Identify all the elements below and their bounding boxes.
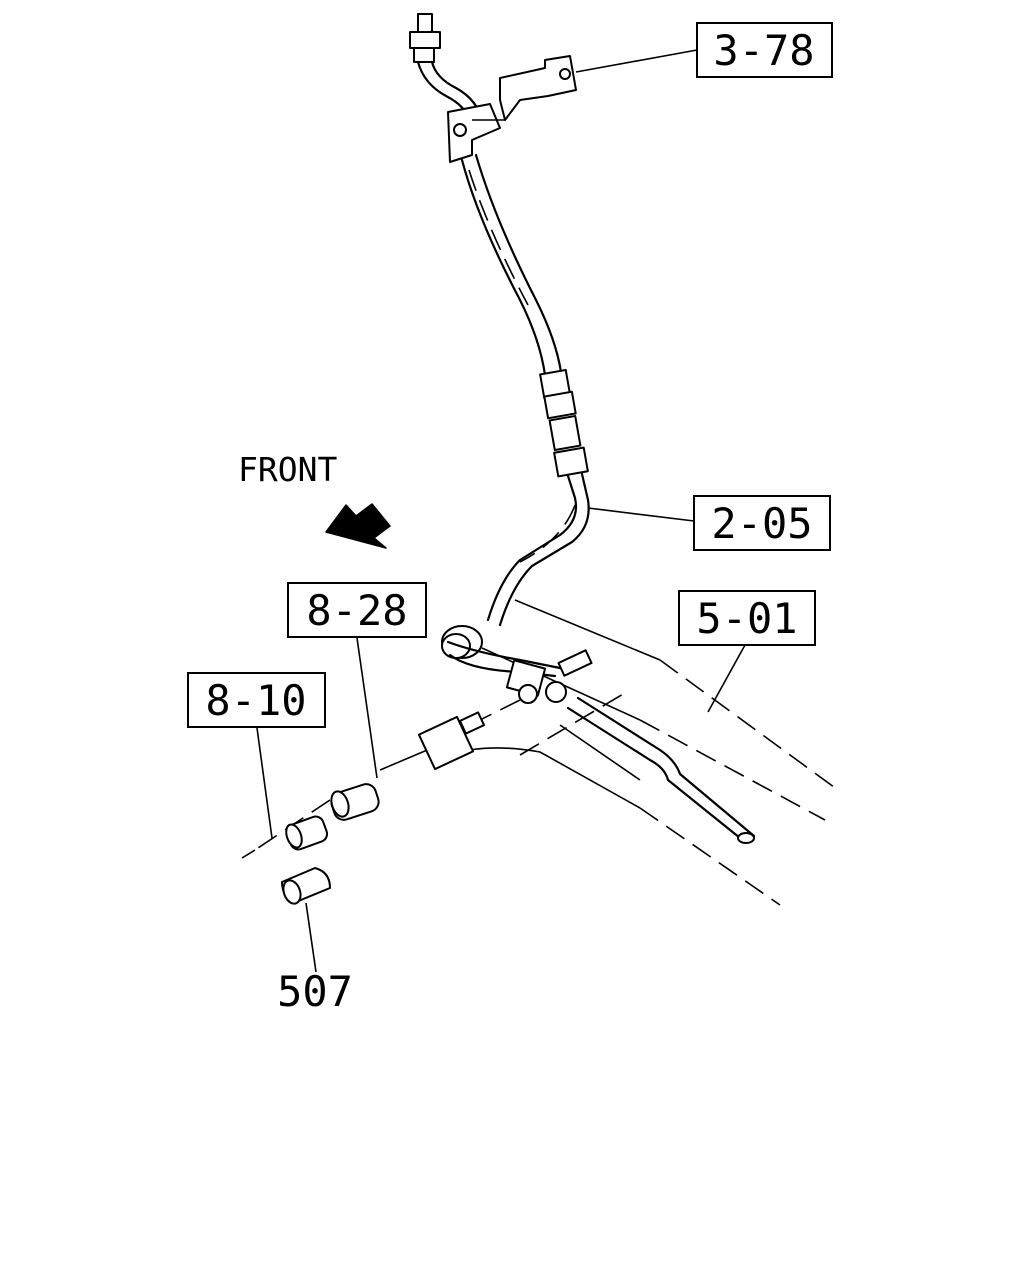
callout-2-05: 2-05: [693, 495, 831, 551]
grommet-part: [281, 867, 331, 905]
callout-507-label: 507: [277, 967, 353, 1016]
clip-8-28-part: [330, 783, 380, 821]
clip-8-10-part: [285, 815, 329, 851]
callout-5-01-label: 5-01: [696, 594, 797, 643]
callout-8-10: 8-10: [187, 672, 326, 728]
callout-8-10-label: 8-10: [205, 676, 306, 725]
arrow-up-left-icon: [325, 503, 391, 549]
callout-8-28-label: 8-28: [306, 586, 407, 635]
callout-5-01: 5-01: [678, 590, 816, 646]
callout-2-05-label: 2-05: [711, 499, 812, 548]
brake-pipe: [241, 13, 756, 859]
front-direction-label: FRONT: [238, 450, 337, 489]
callout-3-78: 3-78: [696, 22, 833, 78]
callout-3-78-label: 3-78: [713, 26, 814, 75]
hose-bracket: [447, 55, 577, 163]
leader-lines: [256, 49, 746, 973]
callout-8-28: 8-28: [287, 582, 427, 638]
